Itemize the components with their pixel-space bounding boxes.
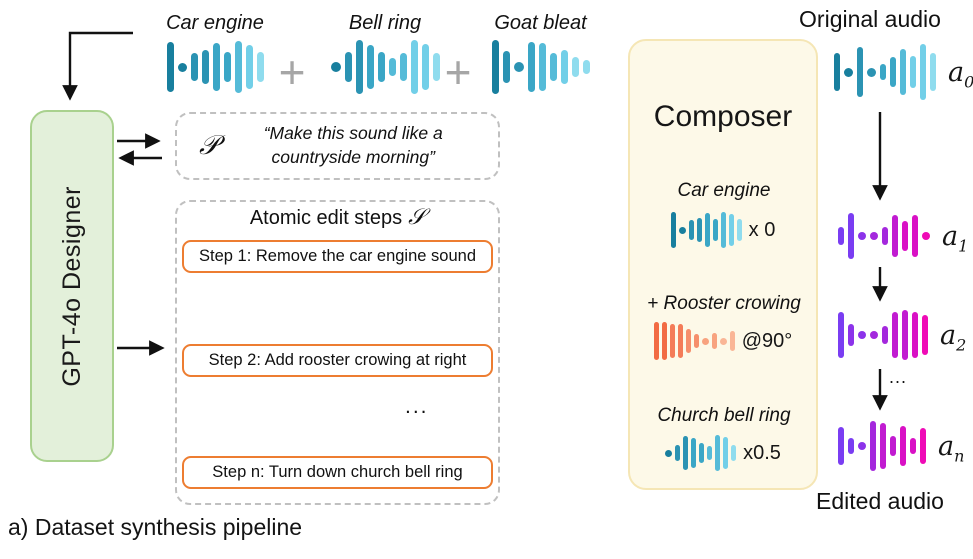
source-bell-ring: Bell ring bbox=[325, 12, 445, 97]
op-car-engine-waveform bbox=[670, 212, 742, 248]
gpt4o-designer-label: GPT-4o Designer bbox=[57, 185, 86, 387]
output-ellipsis: ... bbox=[889, 367, 908, 387]
stage-a2: a2 bbox=[838, 302, 966, 368]
stage-a1: a1 bbox=[838, 203, 968, 269]
a0-label: a0 bbox=[948, 56, 973, 90]
steps-symbol-S: 𝒮 bbox=[408, 205, 426, 230]
car-engine-waveform bbox=[166, 37, 264, 97]
source-bell-ring-label: Bell ring bbox=[348, 12, 422, 34]
edited-audio-label: Edited audio bbox=[816, 488, 944, 514]
original-audio-label: Original audio bbox=[799, 6, 941, 32]
a2-label: a2 bbox=[940, 319, 967, 354]
source-goat-bleat: Goat bleat bbox=[478, 12, 603, 97]
stage-a0: a0 bbox=[834, 39, 973, 105]
step-2-box: Step 2: Add rooster crowing at right bbox=[182, 344, 493, 377]
step-1-box: Step 1: Remove the car engine sound bbox=[182, 240, 493, 273]
op-church-bell-row: x0.5 bbox=[628, 430, 818, 476]
op-car-engine-modifier: x 0 bbox=[748, 218, 776, 241]
a0-waveform bbox=[834, 44, 936, 100]
steps-ellipsis: ... bbox=[405, 395, 429, 418]
source-car-engine-label: Car engine bbox=[166, 12, 264, 34]
composer-title: Composer bbox=[653, 100, 793, 133]
an-waveform bbox=[838, 421, 926, 471]
prompt-panel: 𝒫 “Make this sound like a countryside mo… bbox=[175, 112, 500, 180]
op-rooster-modifier: @90° bbox=[741, 329, 793, 352]
a1-label: a1 bbox=[942, 220, 969, 255]
stage-an: an bbox=[838, 413, 964, 479]
gpt4o-designer-box: GPT-4o Designer bbox=[30, 110, 114, 462]
plus-icon: + bbox=[444, 46, 472, 98]
source-goat-bleat-label: Goat bleat bbox=[494, 12, 587, 34]
figure-caption: a) Dataset synthesis pipeline bbox=[8, 514, 303, 540]
goat-bleat-waveform bbox=[491, 37, 590, 97]
source-car-engine: Car engine bbox=[150, 12, 280, 97]
op-church-bell-modifier: x0.5 bbox=[743, 441, 781, 464]
op-rooster-row: @90° bbox=[628, 318, 818, 364]
prompt-symbol-P: 𝒫 bbox=[199, 130, 219, 161]
op-rooster-waveform bbox=[653, 322, 735, 360]
an-label: an bbox=[938, 430, 965, 465]
a2-waveform bbox=[838, 310, 928, 360]
op-car-engine-row: x 0 bbox=[628, 207, 818, 253]
prompt-quote: “Make this sound like a countryside morn… bbox=[218, 122, 498, 169]
op-church-bell-waveform bbox=[665, 435, 737, 471]
plus-icon: + bbox=[278, 46, 306, 98]
step-n-box: Step n: Turn down church bell ring bbox=[182, 456, 493, 489]
op-rooster-label: + Rooster crowing bbox=[647, 293, 801, 314]
composer-box bbox=[628, 39, 818, 490]
op-car-engine-label: Car engine bbox=[677, 180, 771, 201]
prompt-quote-line1: “Make this sound like a bbox=[263, 123, 443, 144]
prompt-quote-line2: countryside morning” bbox=[271, 147, 435, 167]
op-church-bell-label: Church bell ring bbox=[657, 405, 791, 426]
atomic-steps-title-text: Atomic edit steps bbox=[249, 207, 403, 229]
a1-waveform bbox=[838, 213, 930, 259]
arrow-input-to-designer bbox=[62, 31, 133, 101]
bell-ring-waveform bbox=[330, 37, 440, 97]
